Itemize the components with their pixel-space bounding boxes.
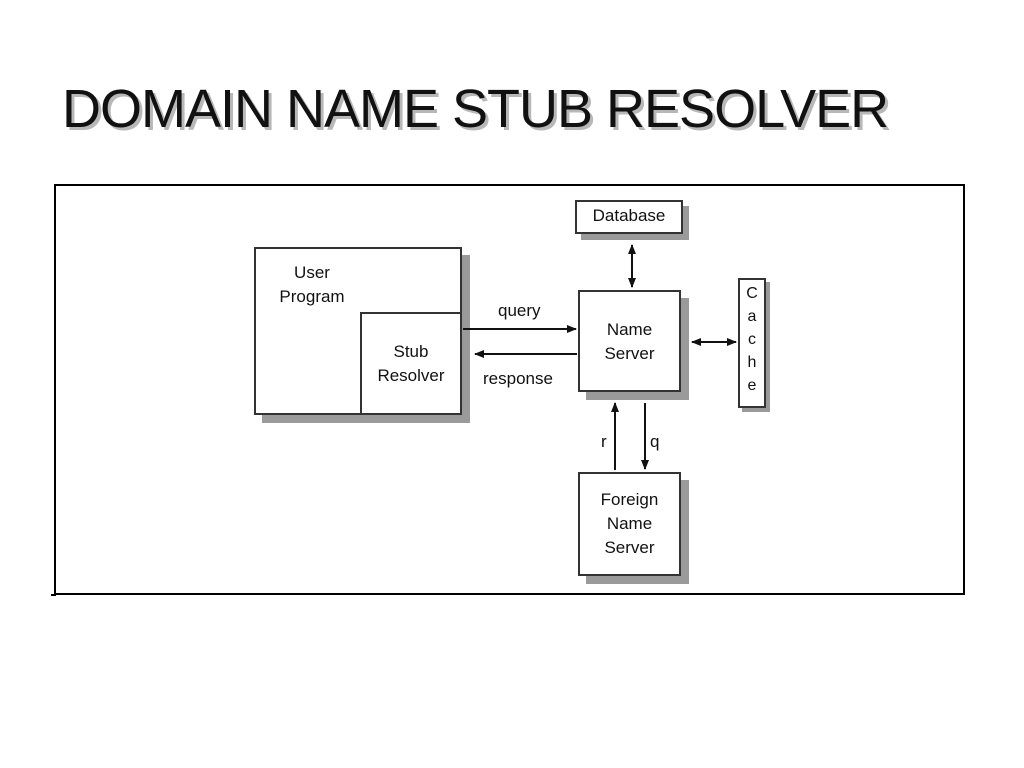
database-box: Database — [575, 200, 683, 234]
q-label: q — [650, 432, 660, 451]
foreign-name-server-box: Foreign Name Server — [578, 472, 681, 576]
stub-resolver-label: Stub Resolver — [377, 342, 445, 385]
cache-label: C a c h e — [746, 285, 758, 394]
name-server-box: Name Server — [578, 290, 681, 392]
stub-resolver-box: Stub Resolver — [360, 312, 462, 415]
user-program-box: User Program — [254, 247, 462, 415]
frame-corner-mark — [51, 594, 56, 596]
foreign-name-server-label: Foreign Name Server — [600, 490, 659, 557]
diagram-frame — [54, 184, 965, 595]
cache-box: C a c h e — [738, 278, 766, 408]
response-label: response — [483, 369, 553, 388]
slide-title: DOMAIN NAME STUB RESOLVER — [62, 79, 889, 139]
name-server-label: Name Server — [604, 320, 655, 363]
user-program-label: User Program — [279, 263, 345, 306]
database-label: Database — [592, 206, 666, 225]
query-label: query — [498, 301, 541, 320]
r-label: r — [601, 432, 607, 451]
